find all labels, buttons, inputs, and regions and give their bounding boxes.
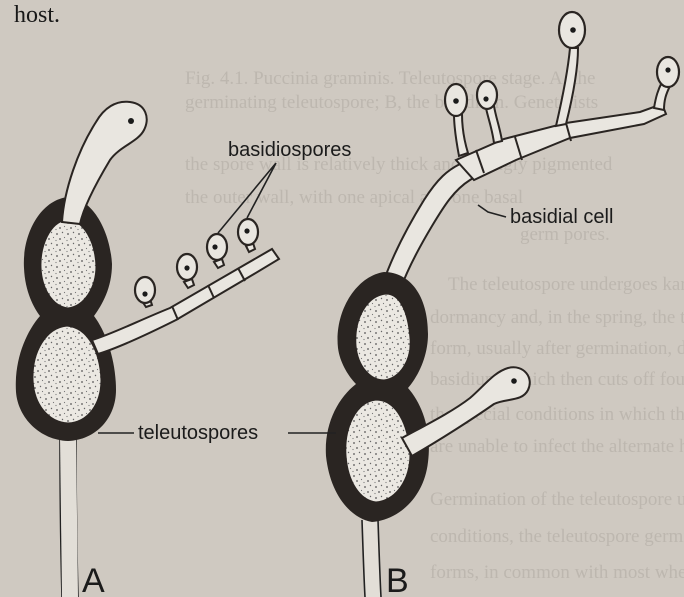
bleed-line: conditions, the teleutospore germinates … xyxy=(430,526,684,547)
bleed-line: The teleutospore undergoes karyogamy and xyxy=(448,274,684,295)
bleed-line: germinating teleutospore; B, the basidiu… xyxy=(185,92,598,113)
nucleus xyxy=(212,244,217,249)
bleed-line: forms, in common with most wheat rusts, … xyxy=(430,562,684,583)
bleed-line: form, usually after germination, develop… xyxy=(430,338,684,359)
nucleus xyxy=(244,228,249,233)
label-teleutospores: teleutospores xyxy=(138,422,258,444)
stalk-a-fill xyxy=(60,436,78,597)
figure-letter-b: B xyxy=(386,562,409,597)
nucleus xyxy=(142,291,147,296)
nucleus xyxy=(665,67,670,72)
germ-tube-a-upper xyxy=(62,102,147,224)
figure-letter-a: A xyxy=(82,562,105,597)
nucleus xyxy=(511,378,517,384)
nucleus xyxy=(453,98,459,104)
nucleus xyxy=(128,118,134,124)
basidiospore-a-1 xyxy=(135,277,155,303)
label-basidiospores: basidiospores xyxy=(228,139,351,161)
bleed-line: the outer wall, with one apical and one … xyxy=(185,187,523,208)
sterigma-b-1 xyxy=(454,114,468,156)
bleed-line: are unable to infect the alternate host … xyxy=(430,436,684,457)
bleed-line: Fig. 4.1. Puccinia graminis. Teleutospor… xyxy=(185,68,595,89)
basidiospore-b-2 xyxy=(477,81,497,109)
bleed-line: Germination of the teleutospore under fa… xyxy=(430,489,684,510)
nucleus xyxy=(570,27,576,33)
nucleus xyxy=(184,265,189,270)
label-basidial-cell: basidial cell xyxy=(510,206,613,228)
bleed-line: basidium, which then cuts off four basid… xyxy=(430,369,684,390)
nucleus xyxy=(483,96,488,101)
figure-a xyxy=(16,102,279,597)
bleed-line: dormancy and, in the spring, the teleuto… xyxy=(430,307,684,328)
page-fragment-text: host. xyxy=(14,2,60,28)
